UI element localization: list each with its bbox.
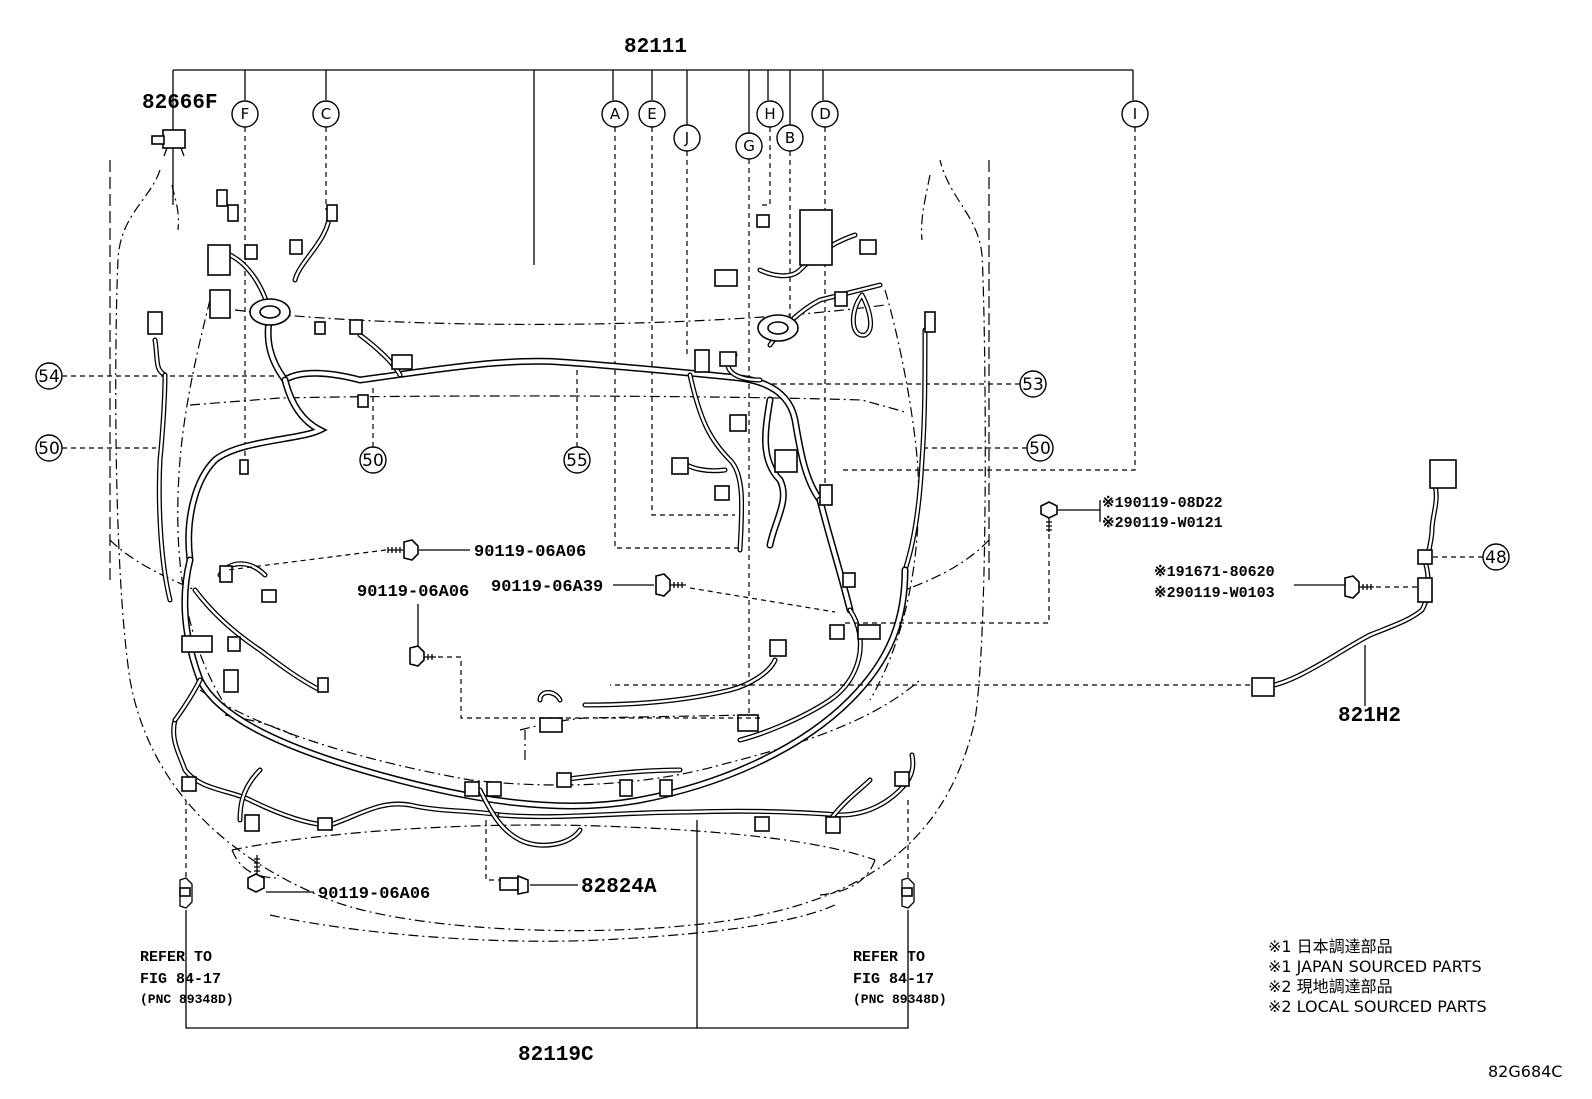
part-number-82119c: 82119C — [518, 1044, 594, 1067]
svg-text:J: J — [684, 129, 689, 147]
bolt-3-label: 90119-06A39 — [491, 578, 603, 597]
ref-54: 54 — [35, 362, 282, 390]
legend-line-3: ※2 現地調達部品 — [1268, 977, 1393, 996]
right-bolt-label-2: ※290119-W0121 — [1102, 515, 1223, 532]
clip-icon — [151, 129, 186, 157]
refer-left-line1: REFER TO — [140, 949, 212, 966]
svg-text:D: D — [819, 105, 831, 123]
right-bolt-icon — [1040, 501, 1058, 532]
grommet-left — [249, 298, 291, 326]
grommet-right — [757, 314, 799, 342]
ref-55: 55 — [563, 365, 591, 474]
svg-text:H: H — [764, 105, 775, 123]
part-number-821h2: 821H2 — [1338, 705, 1401, 728]
bolt-2-ref — [438, 656, 760, 719]
sub-harness-821h2 — [1251, 459, 1457, 697]
svg-text:50: 50 — [362, 451, 384, 471]
bolt-3-icon — [655, 573, 686, 597]
bolt-3-ref — [689, 587, 836, 613]
refer-left-line2: FIG 84-17 — [140, 971, 221, 988]
svg-text:50: 50 — [1029, 439, 1051, 459]
bolt-1-ref — [227, 549, 387, 571]
bolt-4-label: 90119-06A06 — [318, 885, 430, 904]
bumper-harness — [171, 556, 916, 848]
bolt-4-icon — [247, 855, 265, 893]
right-bolt-ref — [845, 534, 1050, 624]
sensor-bracket-icon — [499, 874, 529, 895]
svg-text:G: G — [743, 137, 755, 155]
svg-text:C: C — [321, 105, 331, 123]
part-number-82666f: 82666F — [142, 92, 218, 115]
left-sensor-icon — [179, 877, 193, 909]
svg-text:B: B — [785, 129, 795, 147]
sub-bolt-label-1: ※191671-80620 — [1154, 564, 1275, 581]
ref-50-left: 50 — [35, 434, 156, 462]
callout-g: G — [735, 132, 763, 160]
svg-text:53: 53 — [1022, 375, 1044, 395]
legend-line-1: ※1 日本調達部品 — [1268, 937, 1393, 956]
callout-j: J — [673, 124, 701, 152]
svg-text:E: E — [647, 105, 656, 123]
svg-text:A: A — [610, 105, 621, 123]
svg-text:55: 55 — [566, 451, 588, 471]
bumper-harness-connectors — [181, 565, 910, 834]
callout-i: I — [1121, 100, 1149, 128]
bolt-2-icon — [409, 645, 436, 667]
main-harness-connectors — [147, 189, 936, 506]
bolt-1-icon — [387, 539, 419, 561]
right-sensor-icon — [901, 877, 915, 909]
svg-text:48: 48 — [1485, 548, 1507, 568]
bumper-harness-bracket — [185, 820, 909, 1029]
legend-line-4: ※2 LOCAL SOURCED PARTS — [1268, 997, 1487, 1016]
svg-text:54: 54 — [38, 367, 60, 387]
sub-bolt-label-2: ※290119-W0103 — [1154, 585, 1275, 602]
callout-leaders — [244, 127, 1136, 715]
callout-d: D — [811, 100, 839, 128]
refer-left-line3: (PNC 89348D) — [140, 992, 234, 1007]
ref-50-mid: 50 — [359, 385, 387, 474]
diagram-id: 82G684C — [1488, 1062, 1562, 1081]
bolt-1-label: 90119-06A06 — [474, 543, 586, 562]
svg-text:F: F — [241, 105, 250, 123]
refer-right-line2: FIG 84-17 — [853, 971, 934, 988]
refer-right-line1: REFER TO — [853, 949, 925, 966]
callout-f: F — [231, 100, 259, 128]
right-bolt-leader — [1058, 500, 1101, 522]
callout-a: A — [601, 100, 629, 128]
ref-50-right: 50 — [925, 434, 1054, 462]
refer-right-line3: (PNC 89348D) — [853, 992, 947, 1007]
callout-h: H — [756, 100, 784, 128]
sub-bolt-icon — [1344, 575, 1374, 599]
callout-b: B — [776, 124, 804, 152]
svg-text:I: I — [1133, 105, 1137, 123]
ref-48: 48 — [1430, 543, 1510, 571]
bolt-2-label: 90119-06A06 — [357, 583, 469, 602]
callout-c: C — [312, 100, 340, 128]
sensor-bracket-ref — [485, 820, 500, 881]
part-number-82824a: 82824A — [581, 876, 657, 899]
right-bolt-label-1: ※190119-08D22 — [1102, 495, 1223, 512]
ref-53: 53 — [768, 370, 1047, 398]
legend-line-2: ※1 JAPAN SOURCED PARTS — [1268, 957, 1482, 976]
callout-e: E — [638, 100, 666, 128]
svg-text:50: 50 — [38, 439, 60, 459]
part-number-82111: 82111 — [624, 36, 687, 59]
main-harness — [152, 207, 928, 614]
